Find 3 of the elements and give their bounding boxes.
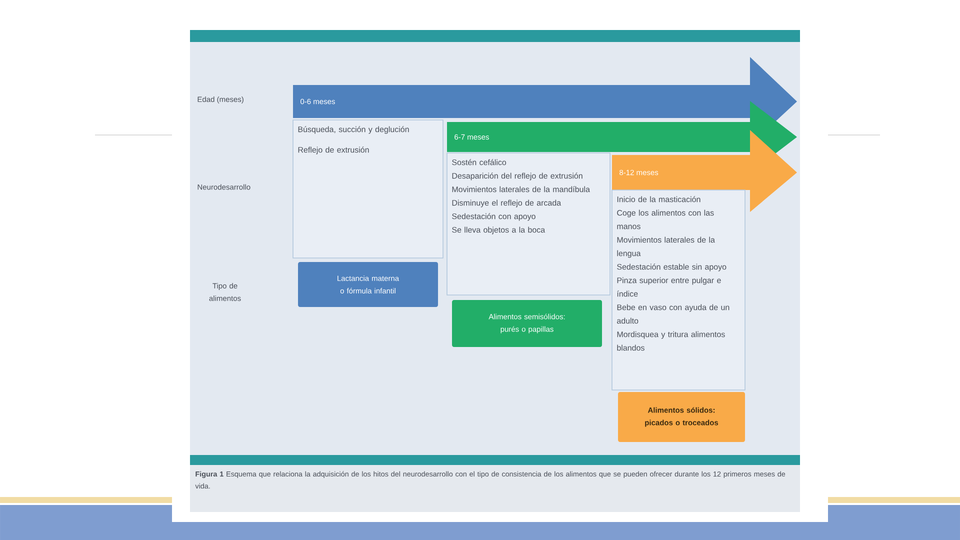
text-box: Sostén cefálico Desaparición del reflejo de extrusión Movimientos laterales de la mandíbula Disminuye el reflejo de arcada Sedestación con apoyo Se lleva objetos a la boca — [446, 152, 610, 296]
text-box: Inicio de la masticación Coge los alimentos con las manos Movimientos laterales de la lengua Sedestación estable sin apoyo Pinza superior entre pulgar e índice Bebe en vaso con ayuda de un adulto Mordisquea y tritura alimentos blandos — [612, 190, 746, 390]
text-box: Búsqueda, succión y deglución Reflejo de extrusión — [292, 120, 444, 258]
